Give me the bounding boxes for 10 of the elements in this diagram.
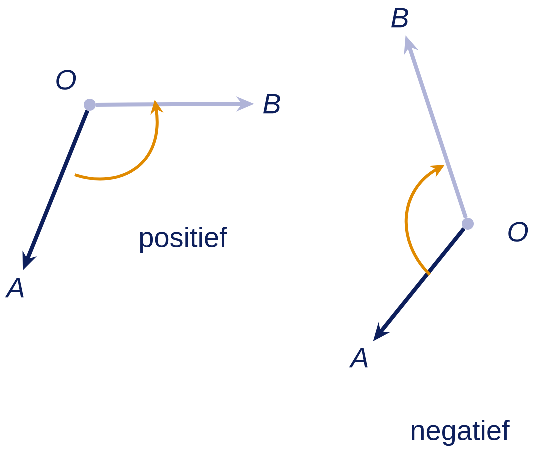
origin-dot xyxy=(84,99,96,111)
point-label: A xyxy=(349,348,368,368)
point-label: A xyxy=(5,278,24,298)
origin-dot xyxy=(462,218,474,230)
point-label: O xyxy=(56,70,76,90)
point-label: O xyxy=(508,222,528,242)
point-label: B xyxy=(264,94,280,114)
caption-label: negatief xyxy=(412,420,510,446)
point-label: B xyxy=(392,8,408,28)
caption-label: positief xyxy=(140,226,228,254)
